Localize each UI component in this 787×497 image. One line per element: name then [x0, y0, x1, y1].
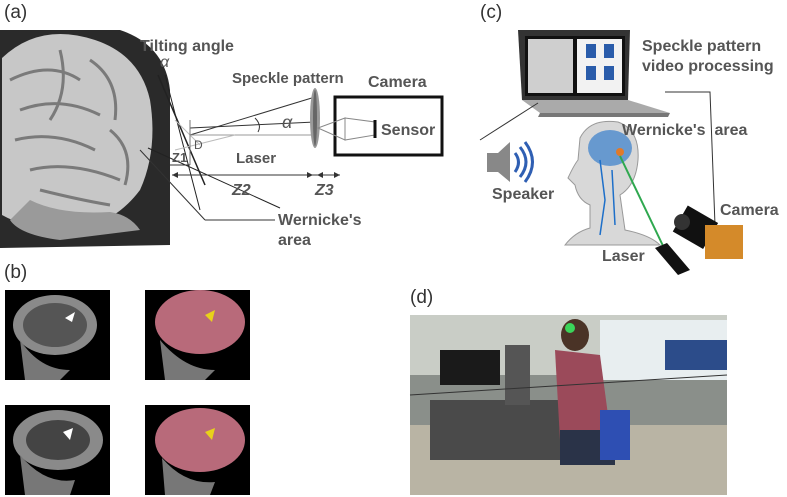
mri-bottom-left — [5, 405, 110, 495]
panel-d-label: (d) — [410, 287, 434, 308]
laser-c-label: Laser — [602, 248, 645, 265]
mri-bottom-right — [145, 405, 250, 495]
wernicke-a-line1: Wernicke's — [278, 212, 362, 229]
z3-label: Z3 — [315, 182, 334, 199]
alpha-beam-label: α — [282, 112, 293, 132]
video-processing-line2: video processing — [642, 58, 774, 75]
panel-b-label: (b) — [4, 262, 28, 283]
speaker-label: Speaker — [492, 186, 555, 203]
speckle-pattern-label: Speckle pattern — [232, 70, 344, 87]
video-processing-line1: Speckle pattern — [642, 38, 762, 55]
camera-c-label: Camera — [720, 202, 779, 219]
brain-image — [2, 34, 153, 230]
alpha-top-label: α — [160, 54, 170, 71]
panel-c-label: (c) — [480, 2, 503, 23]
wernicke-a-line2: area — [278, 232, 311, 249]
camera-device — [672, 205, 743, 259]
laser-device — [655, 243, 690, 275]
z2-label: Z2 — [232, 182, 251, 199]
panel-a-label: (a) — [4, 2, 28, 23]
sensor-label: Sensor — [381, 122, 436, 139]
mri-top-left — [5, 290, 110, 380]
d-label: D — [194, 138, 203, 152]
camera-a-label: Camera — [368, 74, 427, 91]
lab-photo — [409, 315, 728, 495]
tilting-angle-label: Tilting angle — [140, 38, 234, 55]
wernicke-c-label: Wernicke's area — [622, 122, 748, 139]
laser-a-label: Laser — [236, 150, 277, 167]
mri-top-right — [145, 290, 250, 380]
camera-box — [333, 95, 444, 157]
laptop — [518, 30, 670, 117]
z1-label: Z1 — [172, 150, 188, 165]
speaker-icon — [487, 141, 534, 183]
